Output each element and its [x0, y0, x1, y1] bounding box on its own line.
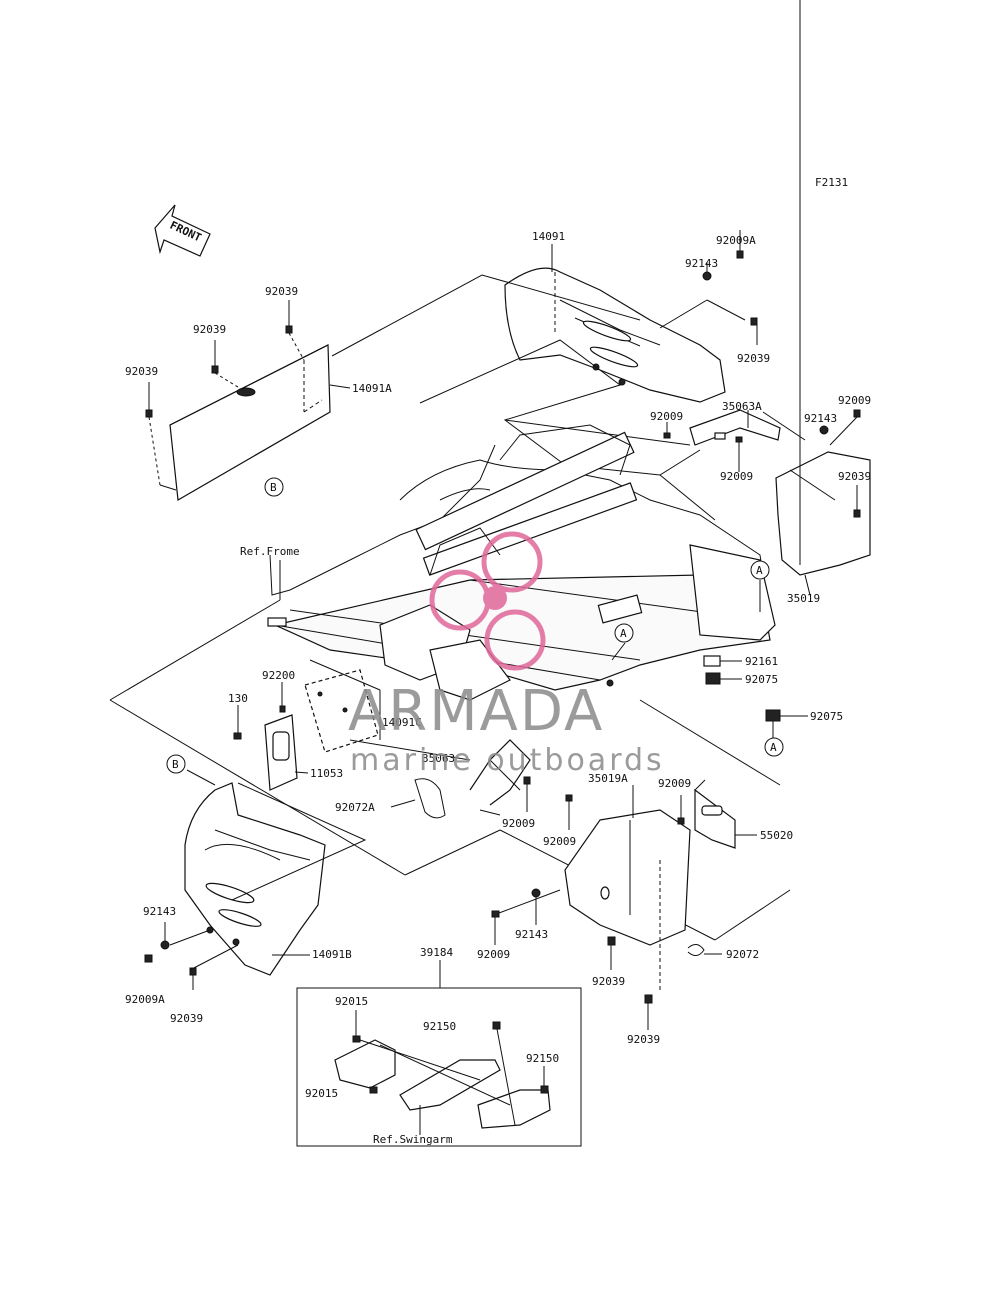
part-label: 11053 [310, 767, 343, 780]
ref-marker-b: B [166, 754, 186, 774]
bracket-92150 [477, 1089, 551, 1129]
bracket-55020 [694, 788, 736, 849]
watermark: ARMADA marine outboards [348, 531, 665, 778]
cover-14091B [184, 782, 326, 976]
part-label: 92009A [716, 234, 756, 247]
part-label: 92039 [265, 285, 298, 298]
part-label: 130 [228, 692, 248, 705]
ref-marker-a: A [614, 623, 634, 643]
part-label: 92009 [477, 948, 510, 961]
cover-14091 [504, 267, 726, 403]
part-label: 92009 [658, 777, 691, 790]
part-label: 92039 [125, 365, 158, 378]
part-label: 92015 [335, 995, 368, 1008]
part-label: 92039 [838, 470, 871, 483]
subassembly-39184-box [296, 987, 582, 1147]
part-label: 55020 [760, 829, 793, 842]
part-label: 14091A [352, 382, 392, 395]
part-label: 35063 [422, 752, 455, 765]
part-label: 92072A [335, 801, 375, 814]
watermark-tagline: marine outboards [350, 743, 665, 778]
ref-frame-label: Ref.Frome [240, 545, 300, 558]
ref-marker-a: A [764, 737, 784, 757]
part-label: 92143 [685, 257, 718, 270]
part-label: 92039 [737, 352, 770, 365]
svg-text:A: A [620, 627, 627, 640]
part-label: 92039 [592, 975, 625, 988]
ref-swingarm-label: Ref.Swingarm [373, 1133, 453, 1146]
bracket-92015 [334, 1039, 396, 1089]
part-label: 39184 [420, 946, 453, 959]
part-label: 92075 [745, 673, 778, 686]
bracket-35063 [469, 739, 531, 806]
part-label: 92009 [838, 394, 871, 407]
part-label: 92150 [526, 1052, 559, 1065]
part-label: 35019A [588, 772, 628, 785]
part-label: 14091C [382, 716, 422, 729]
svg-text:B: B [172, 758, 179, 771]
part-label: 92075 [810, 710, 843, 723]
part-label: 92009 [720, 470, 753, 483]
part-label: 92161 [745, 655, 778, 668]
part-label: 92143 [804, 412, 837, 425]
svg-text:A: A [770, 741, 777, 754]
part-label: 92009A [125, 993, 165, 1006]
frame-reference [267, 424, 776, 701]
watermark-brand: ARMADA [348, 679, 604, 744]
part-label: 35063A [722, 400, 762, 413]
shield-35019A [564, 809, 691, 946]
part-label: 35019 [787, 592, 820, 605]
svg-text:B: B [270, 481, 277, 494]
part-label: 92039 [627, 1033, 660, 1046]
panel-14091C [304, 669, 379, 753]
svg-text:A: A [756, 564, 763, 577]
part-labels: 14091 92009A 92143 92039 92039 92039 920… [125, 230, 871, 1100]
bracket-35063A [689, 409, 781, 446]
part-label: 92200 [262, 669, 295, 682]
ref-marker-b: B [264, 477, 284, 497]
part-label: 92009 [543, 835, 576, 848]
shield-35019 [775, 0, 871, 576]
part-label: 92009 [502, 817, 535, 830]
part-label: 92039 [170, 1012, 203, 1025]
part-label: 14091B [312, 948, 352, 961]
ref-marker-a: A [750, 560, 770, 580]
part-label: 92009 [650, 410, 683, 423]
part-label: 92072 [726, 948, 759, 961]
bracket-11053 [264, 714, 298, 791]
part-label: 92143 [515, 928, 548, 941]
part-label: 92150 [423, 1020, 456, 1033]
part-label: 92015 [305, 1087, 338, 1100]
diagram-code: F2131 [815, 176, 848, 189]
front-arrow-icon: FRONT [154, 204, 211, 257]
part-label: 14091 [532, 230, 565, 243]
part-label: 92039 [193, 323, 226, 336]
part-label: 92143 [143, 905, 176, 918]
watermark-logo-icon [429, 531, 546, 671]
swingarm-reference [399, 1059, 501, 1111]
cover-14091A [169, 344, 331, 501]
